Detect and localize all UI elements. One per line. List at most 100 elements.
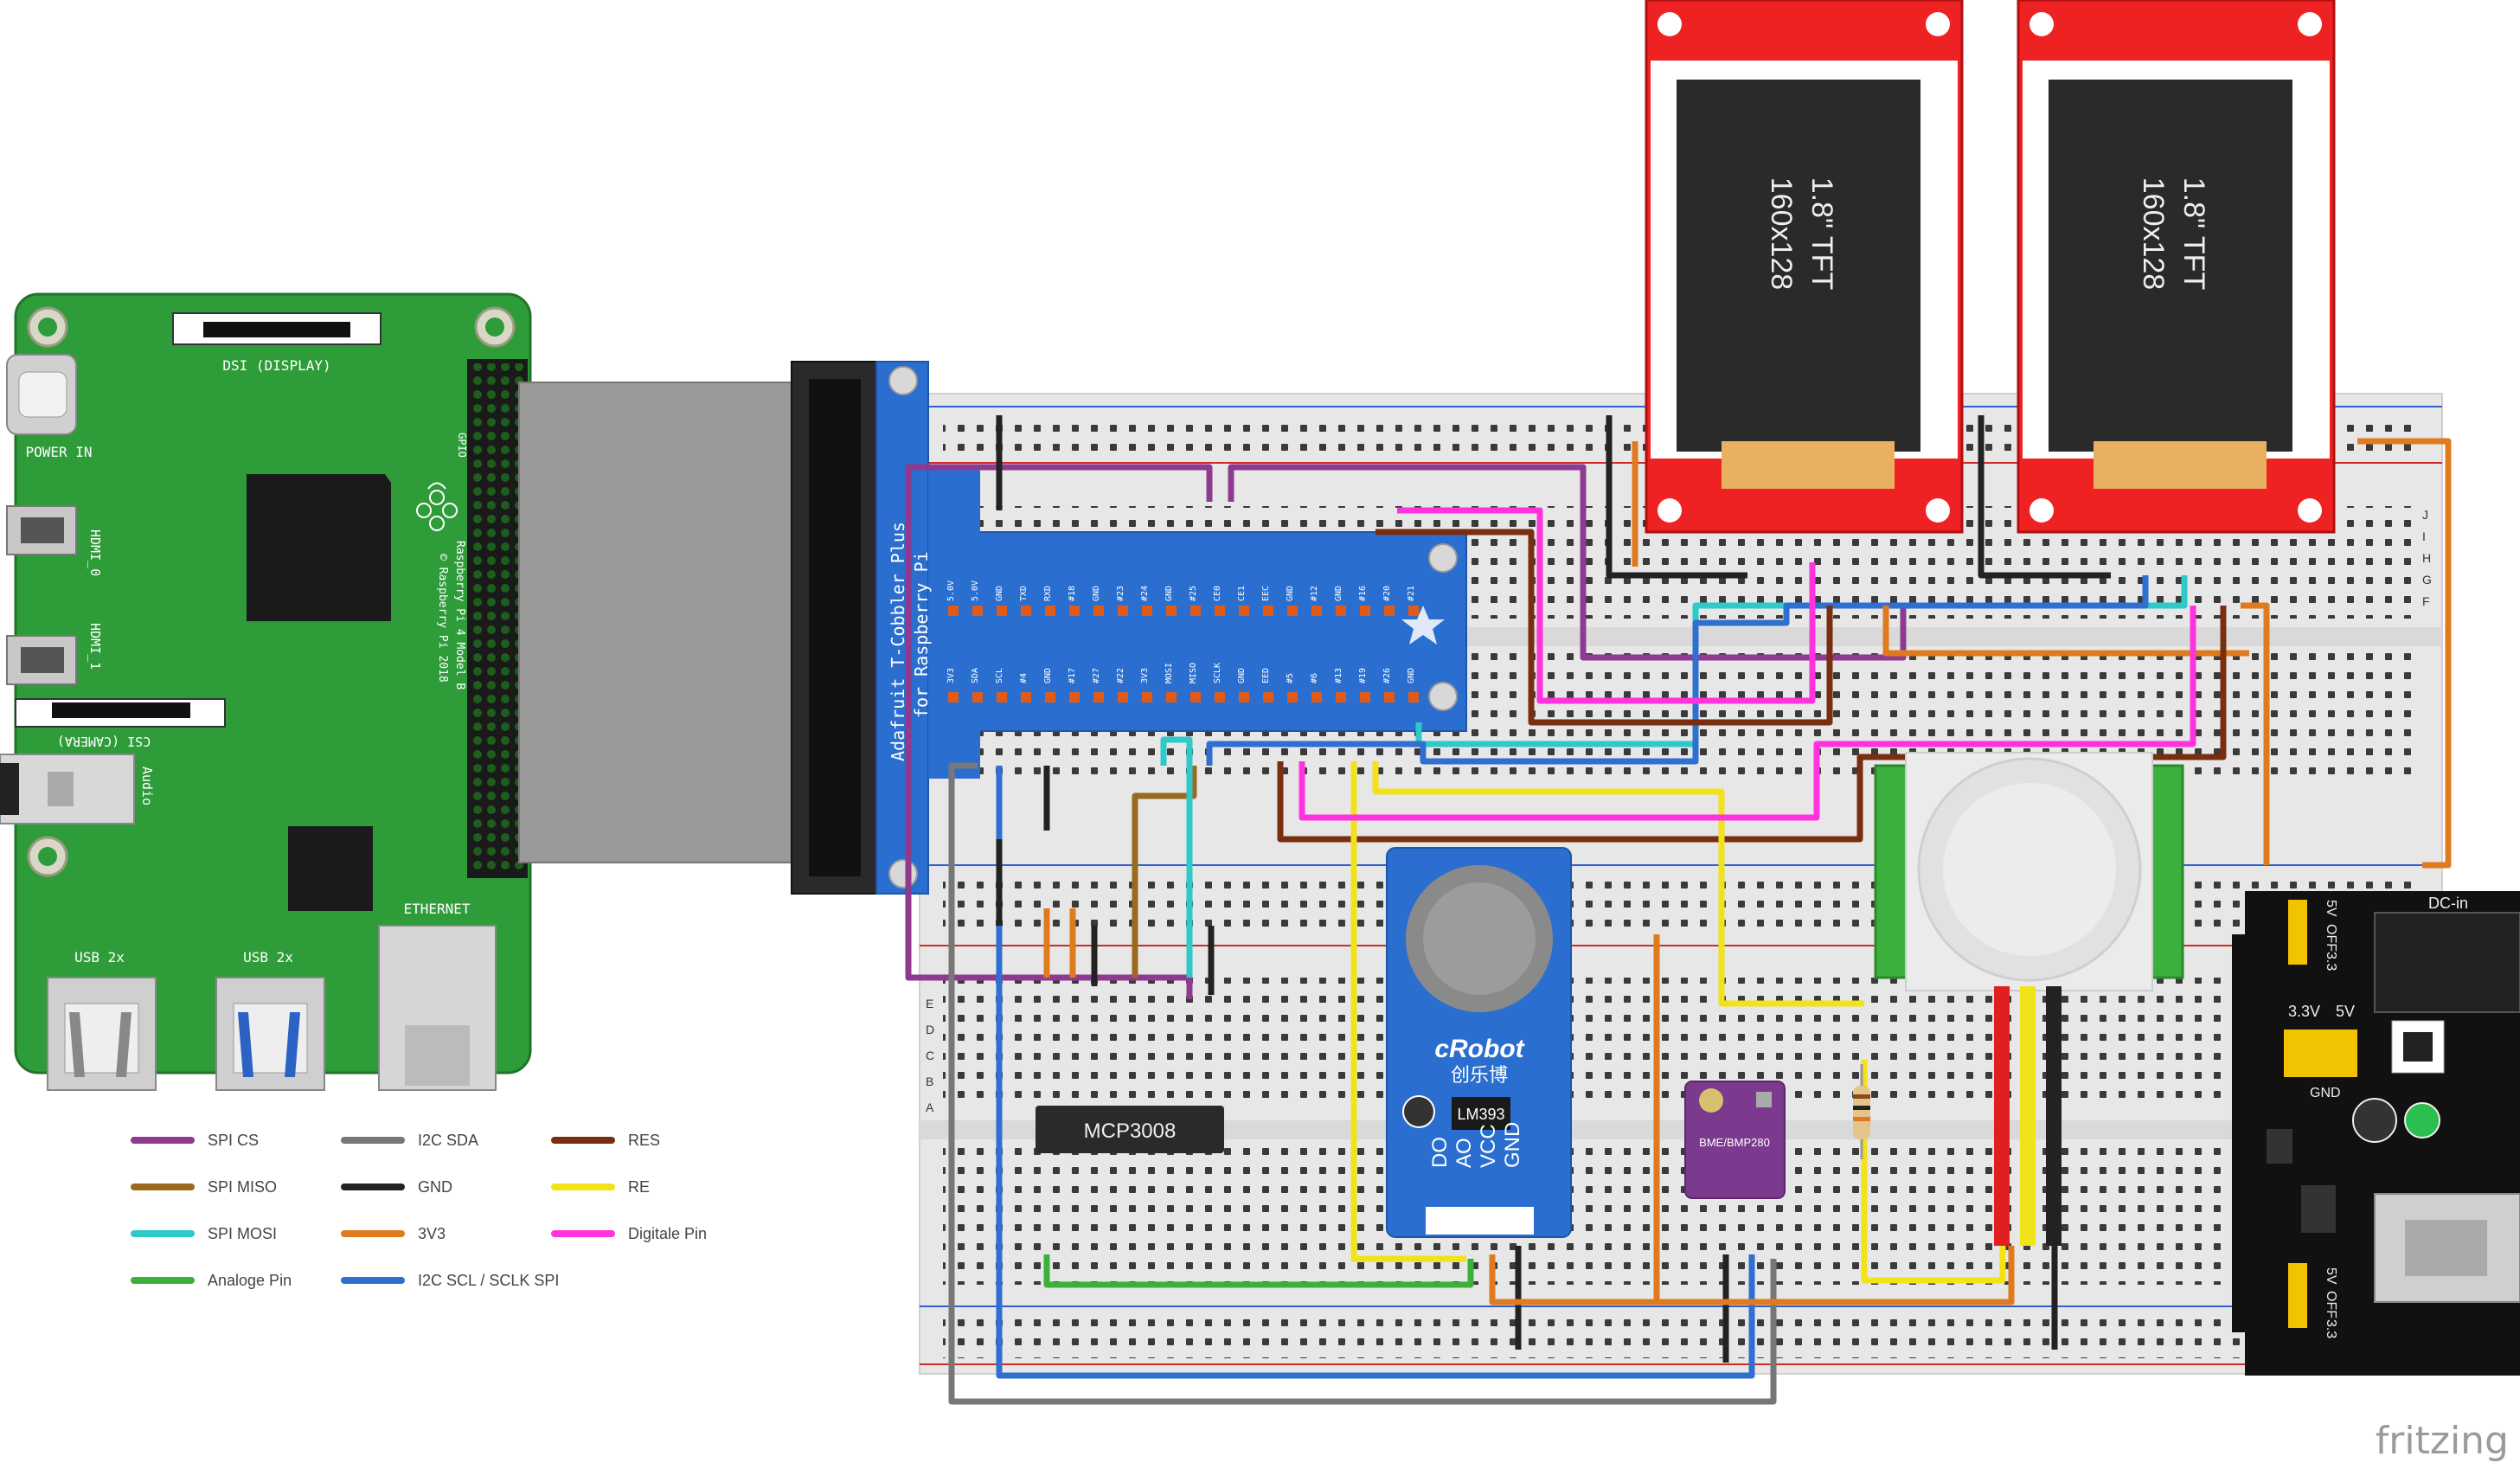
power-label: POWER IN	[25, 444, 92, 460]
svg-text:F: F	[2422, 594, 2430, 608]
soc-chip	[247, 474, 391, 621]
hdmi0-label: HDMI_0	[87, 529, 103, 576]
cobbler-pin-label: SDA	[971, 668, 980, 683]
wire-res-1	[1375, 529, 1833, 726]
cobbler-pin	[1118, 692, 1128, 702]
top-33-label: 3.3	[2324, 952, 2338, 971]
cobbler-pin-label: #19	[1358, 668, 1368, 683]
wire-3v3-6	[1489, 1246, 2015, 1305]
cobbler-pin-label: #22	[1116, 668, 1125, 683]
cobbler-pin	[1021, 692, 1031, 702]
cobbler-pin	[1384, 606, 1395, 616]
usb-b-label: USB 2x	[243, 949, 293, 965]
cobbler-pin	[948, 606, 959, 616]
legend-label: RES	[628, 1132, 660, 1149]
cobbler-pin-label: RXD	[1043, 586, 1053, 601]
csi-label: CSI (CAMERA)	[57, 734, 151, 749]
cobbler-pin-label: #5	[1286, 673, 1295, 683]
legend-label: GND	[418, 1178, 452, 1196]
tft1-line2: 160x128	[1765, 177, 1798, 290]
sound-brand: cRobot	[1434, 1035, 1525, 1063]
svg-text:C: C	[926, 1049, 934, 1062]
cobbler-pin-label: #16	[1358, 586, 1368, 601]
hdmi1-label: HDMI_1	[87, 623, 103, 670]
cobbler-subtitle: for Raspberry Pi	[911, 551, 932, 718]
cobbler-pin-label: #23	[1116, 586, 1125, 601]
cobbler-pin	[1166, 606, 1177, 616]
legend-label: SPI MISO	[208, 1178, 277, 1196]
cobbler-pin-label: GND	[1092, 586, 1101, 601]
cobbler-pin	[1287, 692, 1298, 702]
tft2-line1: 1.8" TFT	[2177, 177, 2210, 290]
cobbler-pin-label: GND	[1286, 586, 1295, 601]
cobbler-pin	[1069, 606, 1080, 616]
wire-digital-1	[1397, 507, 1816, 704]
top-off-label: OFF	[2324, 924, 2338, 952]
dsi-label: DSI (DISPLAY)	[222, 357, 330, 374]
cobbler-pin	[1239, 606, 1249, 616]
cobbler-pin-label: 5.0V	[971, 581, 980, 601]
cobbler-pin-label: GND	[995, 586, 1004, 601]
legend-label: RE	[628, 1178, 650, 1196]
wire-spi-mosi	[1160, 736, 1193, 978]
cobbler-title: Adafruit T-Cobbler Plus	[888, 522, 908, 761]
cobbler-pin	[1093, 606, 1104, 616]
cobbler-pin-label: 5.0V	[946, 581, 956, 601]
cobbler-pin	[1263, 606, 1273, 616]
wire-re-1	[1350, 761, 1466, 1262]
cobbler-pin	[1069, 692, 1080, 702]
svg-text:G: G	[2422, 573, 2432, 587]
cobbler-pin	[1021, 606, 1031, 616]
audio-jack	[0, 754, 135, 824]
wire-res-2	[1277, 606, 2227, 843]
cobbler-pin	[1336, 692, 1346, 702]
cobbler-pin-label: #21	[1407, 586, 1416, 601]
resistor	[1853, 1064, 1870, 1159]
usb-a-label: USB 2x	[74, 949, 125, 965]
sound-sensor-module: cRobot 创乐博 LM393 DO AO VCC GND	[1386, 847, 1572, 1238]
bme280-sensor: BME/BMP280	[1684, 1081, 1786, 1199]
audio-label: Audio	[139, 767, 155, 805]
cobbler-pin	[1166, 692, 1177, 702]
tft2-line2: 160x128	[2137, 177, 2170, 290]
tft-display-2: 1.8" TFT 160x128	[2017, 0, 2336, 534]
cobbler-pin-label: #24	[1140, 586, 1150, 601]
cobbler-pin	[1336, 606, 1346, 616]
cobbler-pin-label: #25	[1189, 586, 1198, 601]
sound-pin-vcc: VCC	[1477, 1124, 1500, 1168]
cobbler-pin-label: #18	[1068, 586, 1077, 601]
top-5v-label: 5V	[2324, 900, 2338, 917]
cobbler-pin	[997, 692, 1007, 702]
cobbler-pin-label: CE0	[1213, 586, 1222, 601]
wire-i2c-sda	[948, 762, 1777, 1405]
cobbler-pin	[1215, 692, 1225, 702]
cobbler-pin-label: 3V3	[946, 668, 956, 683]
cobbler-pin	[997, 606, 1007, 616]
cobbler-pin-label: EED	[1261, 668, 1271, 683]
legend-label: I2C SCL / SCLK SPI	[418, 1272, 559, 1289]
cobbler-pin	[1142, 606, 1152, 616]
adafruit-star-icon	[1401, 606, 1445, 645]
legend-label: I2C SDA	[418, 1132, 478, 1149]
cobbler-pin	[1045, 606, 1055, 616]
sound-pin-ao: AO	[1452, 1138, 1476, 1168]
wires	[905, 415, 2452, 1405]
sound-chip-label: LM393	[1457, 1106, 1504, 1123]
cobbler-pin-label: MOSI	[1164, 663, 1174, 683]
cobbler-pin	[1311, 692, 1322, 702]
svg-text:A: A	[926, 1100, 934, 1114]
legend-label: SPI MOSI	[208, 1225, 277, 1242]
wire-3v3-4	[2357, 438, 2452, 869]
wire-3v3-8	[1882, 606, 2249, 657]
cobbler-pin-label: MISO	[1189, 663, 1198, 683]
tft-display-1: 1.8" TFT 160x128	[1645, 0, 1964, 534]
bottom-5v-label: 5V	[2324, 1267, 2338, 1285]
wire-analog	[1043, 1254, 1474, 1288]
wire-re-2	[1372, 761, 1864, 1007]
svg-text:H: H	[2422, 551, 2431, 565]
model-label: Raspberry Pi 4 Model B	[453, 541, 466, 690]
sound-brand-cn: 创乐博	[1451, 1065, 1508, 1087]
